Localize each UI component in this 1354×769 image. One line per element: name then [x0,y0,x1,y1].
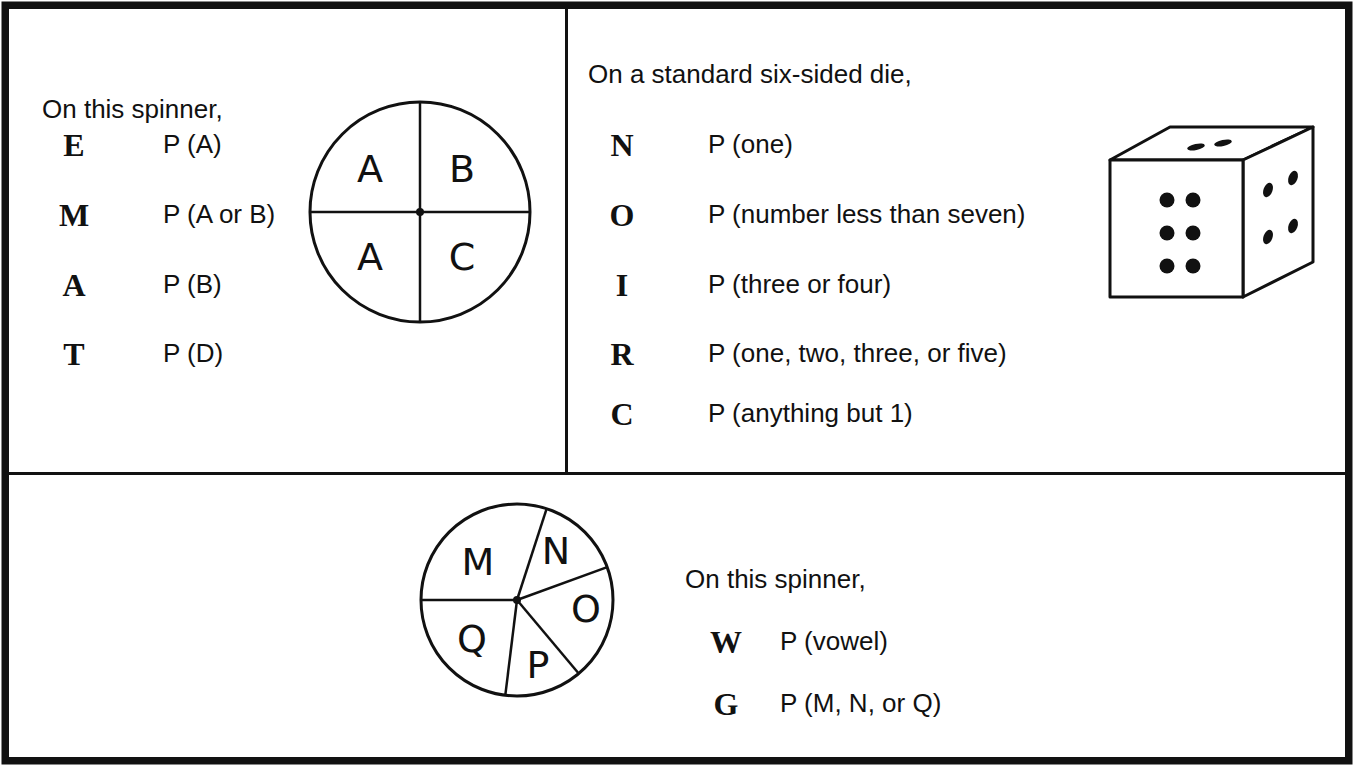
spinner-label: C [449,236,476,280]
die-pip [1286,169,1300,186]
spinner-label: Q [457,618,487,662]
answer-letter: T [63,336,84,373]
spinner: A B A C [308,100,532,324]
answer-letter: W [710,624,742,661]
probability-expression: P (B) [163,270,222,300]
spinner: M NO QP [419,502,615,698]
outer-frame [4,4,1350,762]
die-pip [1261,228,1275,245]
die-pip [1261,181,1275,198]
spinner-circle [421,504,613,696]
die-pip [1160,259,1175,274]
answer-letter: R [610,336,633,373]
probability-expression: P (one) [708,130,793,160]
answer-letter: N [610,127,633,164]
probability-expression: P (vowel) [780,627,888,657]
die-side-face [1243,127,1313,297]
instruction-text: On this spinner, [685,565,866,595]
spinner-label: O [571,588,601,632]
spinner-label: A [357,148,383,192]
probability-expression: P (one, two, three, or five) [708,339,1007,369]
die-pip [1186,259,1201,274]
question-panel: M NO QP On this spinner, W P (vowel) G P (M, N,… [6,472,1348,760]
spinner-pivot [513,596,521,604]
spinner-divider [419,102,422,212]
spinner-pivot [416,208,424,216]
spinner-label: A [357,236,383,280]
probability-expression: P (number less than seven) [708,200,1025,230]
die-front-face [1110,160,1243,297]
die-pip [1187,142,1206,152]
probability-expression: P (A or B) [163,200,275,230]
answer-letter: A [62,267,85,304]
answer-letter: G [714,686,739,723]
spinner-circle [310,102,530,322]
answer-letter: I [616,267,628,304]
probability-expression: P (three or four) [708,270,891,300]
question-panel: A B A C On this spinner,E P (A) M P (A or B) A P … [6,6,568,475]
spinner-divider [420,211,530,214]
instruction-text: On a standard six-sided die, [588,60,912,90]
die-figure [1110,127,1313,297]
answer-letter: M [59,197,89,234]
spinner-outline [308,100,532,324]
spinner-divider [505,600,517,695]
spinner-label: P [527,644,550,688]
answer-letter: O [610,197,635,234]
spinner-divider [421,599,517,602]
probability-expression: P (D) [163,339,223,369]
spinner-label: N [542,530,570,574]
probability-expression: P (anything but 1) [708,399,913,429]
probability-expression: P (A) [163,130,222,160]
spinner-divider [310,211,420,214]
answer-letter: C [610,396,633,433]
probability-expression: P (M, N, or Q) [780,689,941,719]
answer-letter: E [63,127,84,164]
die-pip [1160,193,1175,208]
question-panel: On a standard six-sided die, N P (one) O P (… [565,6,1348,475]
instruction-text: On this spinner, [42,95,223,125]
spinner-label: M [462,541,495,585]
die-pip [1214,138,1233,148]
die-pip [1286,217,1300,234]
die-pip [1186,226,1201,241]
spinner-divider [419,212,422,322]
die-pip [1186,193,1201,208]
die-pip [1160,226,1175,241]
die-pips [1160,138,1300,273]
spinner-label: B [449,148,475,192]
